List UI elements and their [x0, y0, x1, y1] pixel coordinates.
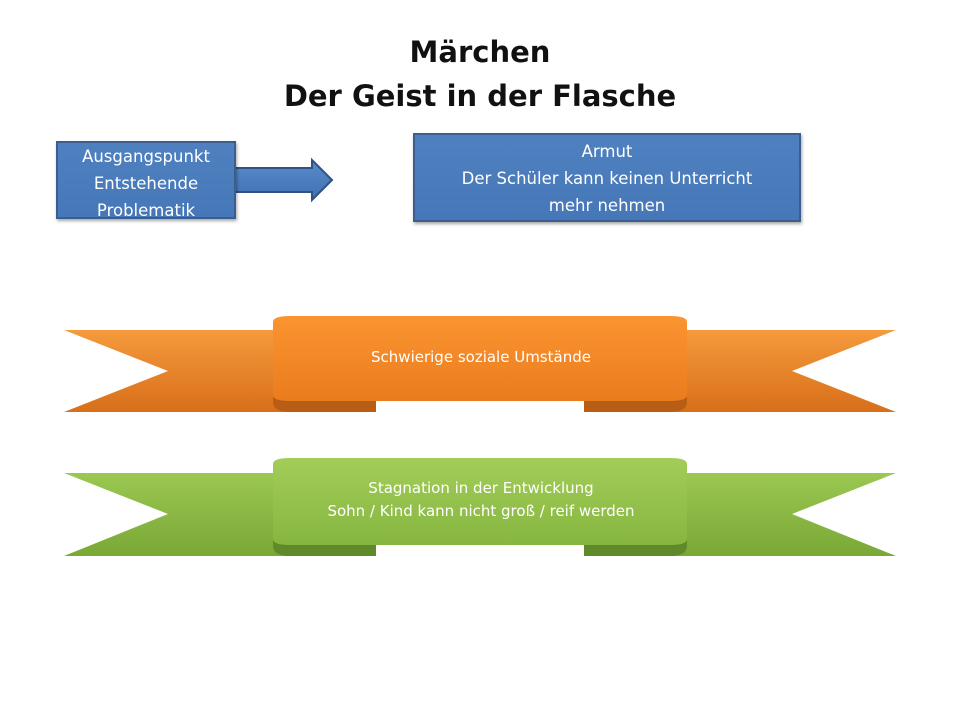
result-box: Armut Der Schüler kann keinen Unterricht… — [413, 133, 801, 222]
ribbon-green-label: Stagnation in der Entwicklung Sohn / Kin… — [275, 477, 687, 523]
ribbon-orange-label: Schwierige soziale Umstände — [275, 346, 687, 369]
ribbon-orange-front — [273, 316, 687, 401]
result-box-line-3: mehr nehmen — [548, 196, 666, 215]
title-line-2: Der Geist in der Flasche — [283, 79, 677, 113]
result-box-line-2: Der Schüler kann keinen Unterricht — [461, 169, 753, 188]
ribbon-green-line-1: Stagnation in der Entwicklung — [368, 479, 594, 497]
ribbon-orange — [64, 316, 896, 412]
ribbon-green-line-2: Sohn / Kind kann nicht groß / reif werde… — [327, 502, 635, 520]
page-title: Märchen Der Geist in der Flasche — [0, 30, 960, 118]
start-box-line-3: Problematik — [96, 201, 196, 219]
result-box-line-1: Armut — [581, 142, 633, 161]
start-box-line-2: Entstehende — [93, 174, 199, 193]
start-box-line-1: Ausgangspunkt — [82, 147, 210, 166]
title-line-1: Märchen — [409, 35, 551, 69]
right-arrow-icon — [231, 157, 334, 203]
start-box: Ausgangspunkt Entstehende Problematik — [56, 141, 236, 219]
ribbon-orange-line-1: Schwierige soziale Umstände — [371, 348, 591, 366]
ribbon-green — [64, 458, 896, 556]
ribbon-green-front — [273, 458, 687, 545]
